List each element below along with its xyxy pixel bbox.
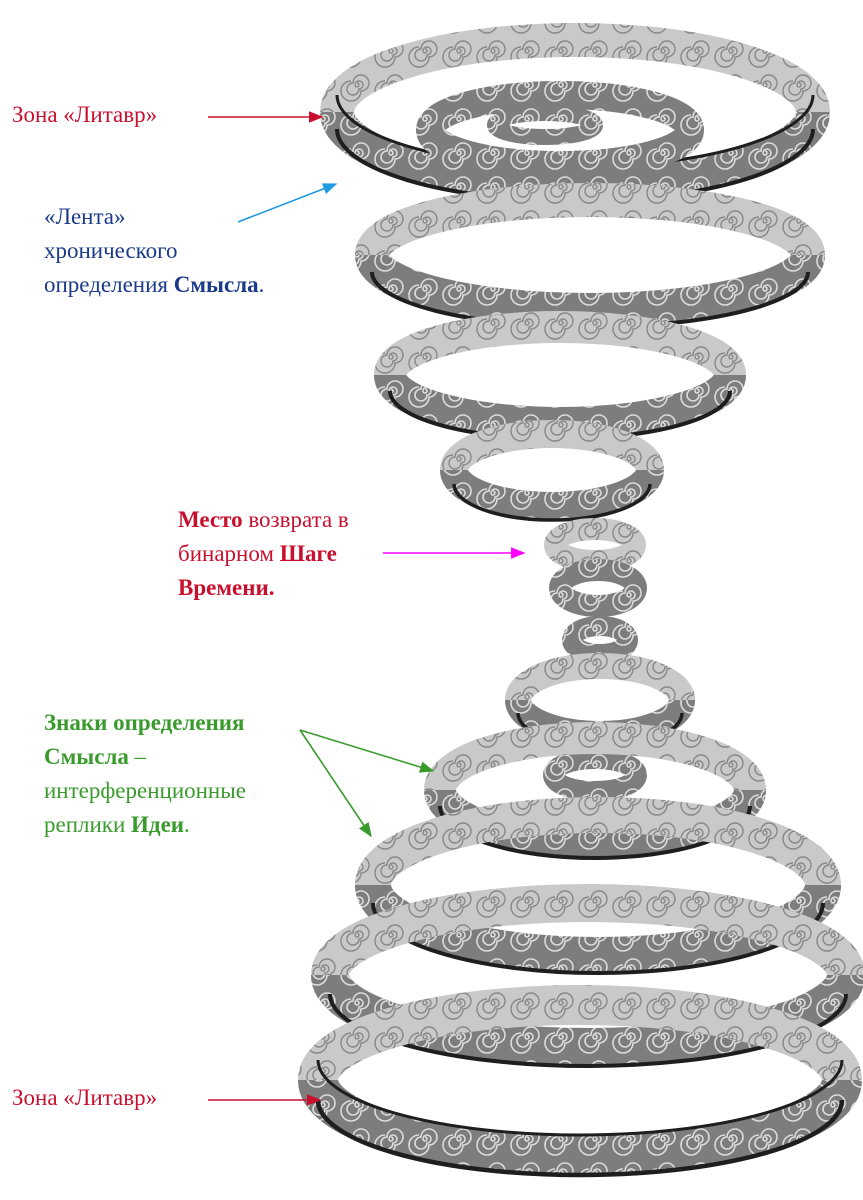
label-mesto: Место возврата в бинарном Шаге Времени. [178, 503, 349, 605]
upper-ring-4 [440, 420, 664, 522]
upper-spiral [320, 23, 830, 522]
zone-bottom-text: Зона «Литавр» [12, 1085, 158, 1110]
label-lenta: «Лента» хронического определения Смысла. [44, 200, 264, 302]
mesto-line-2-plain: бинарном [178, 541, 280, 566]
label-znaki: Знаки определения Смысла – интерференцио… [44, 706, 246, 842]
znaki-line-4-end: . [184, 812, 190, 837]
lenta-line-3-plain: определения [44, 272, 174, 297]
znaki-line-4-bold: Идеи [131, 812, 185, 837]
mesto-line-3: Времени. [178, 571, 349, 605]
arrow-znaki-2 [299, 729, 372, 838]
lenta-line-3-end: . [258, 272, 265, 297]
upper-ring-2 [355, 183, 825, 329]
znaki-line-3: интерференционные [44, 778, 246, 803]
lower-ring-5 [298, 985, 862, 1178]
neck [544, 518, 647, 664]
lower-spiral [298, 653, 863, 1178]
znaki-line-4: реплики Идеи. [44, 808, 246, 842]
mesto-line-1: Место возврата в [178, 503, 349, 537]
mesto-line-2: бинарном Шаге [178, 537, 349, 571]
upper-inner-coil [416, 81, 704, 179]
zone-top-text: Зона «Литавр» [12, 102, 158, 127]
mesto-line-1-bold: Место [178, 507, 243, 532]
lower-coil-small [543, 749, 647, 801]
lenta-line-3-bold: Смысла [173, 272, 259, 297]
lenta-line-3: определения Смысла. [44, 268, 264, 302]
mesto-line-2-bold: Шаге [279, 541, 337, 566]
znaki-line-4-plain: реплики [44, 812, 132, 837]
mesto-line-3-bold: Времени. [178, 575, 275, 600]
znaki-line-2-plain: – [128, 744, 147, 769]
mesto-line-1-plain: возврата в [242, 507, 349, 532]
znaki-line-1: Знаки определения [44, 706, 246, 740]
lenta-line-2: хронического [44, 238, 178, 263]
label-zone-top: Зона «Литавр» [12, 98, 157, 132]
arrow-lenta [237, 183, 338, 223]
label-zone-bottom: Зона «Литавр» [12, 1081, 157, 1115]
arrow-znaki-1 [299, 729, 435, 773]
lenta-line-1: «Лента» [44, 204, 126, 229]
znaki-line-2: Смысла – [44, 740, 246, 774]
znaki-line-2-bold: Смысла [44, 744, 129, 769]
znaki-line-1-bold: Знаки определения [44, 710, 245, 735]
